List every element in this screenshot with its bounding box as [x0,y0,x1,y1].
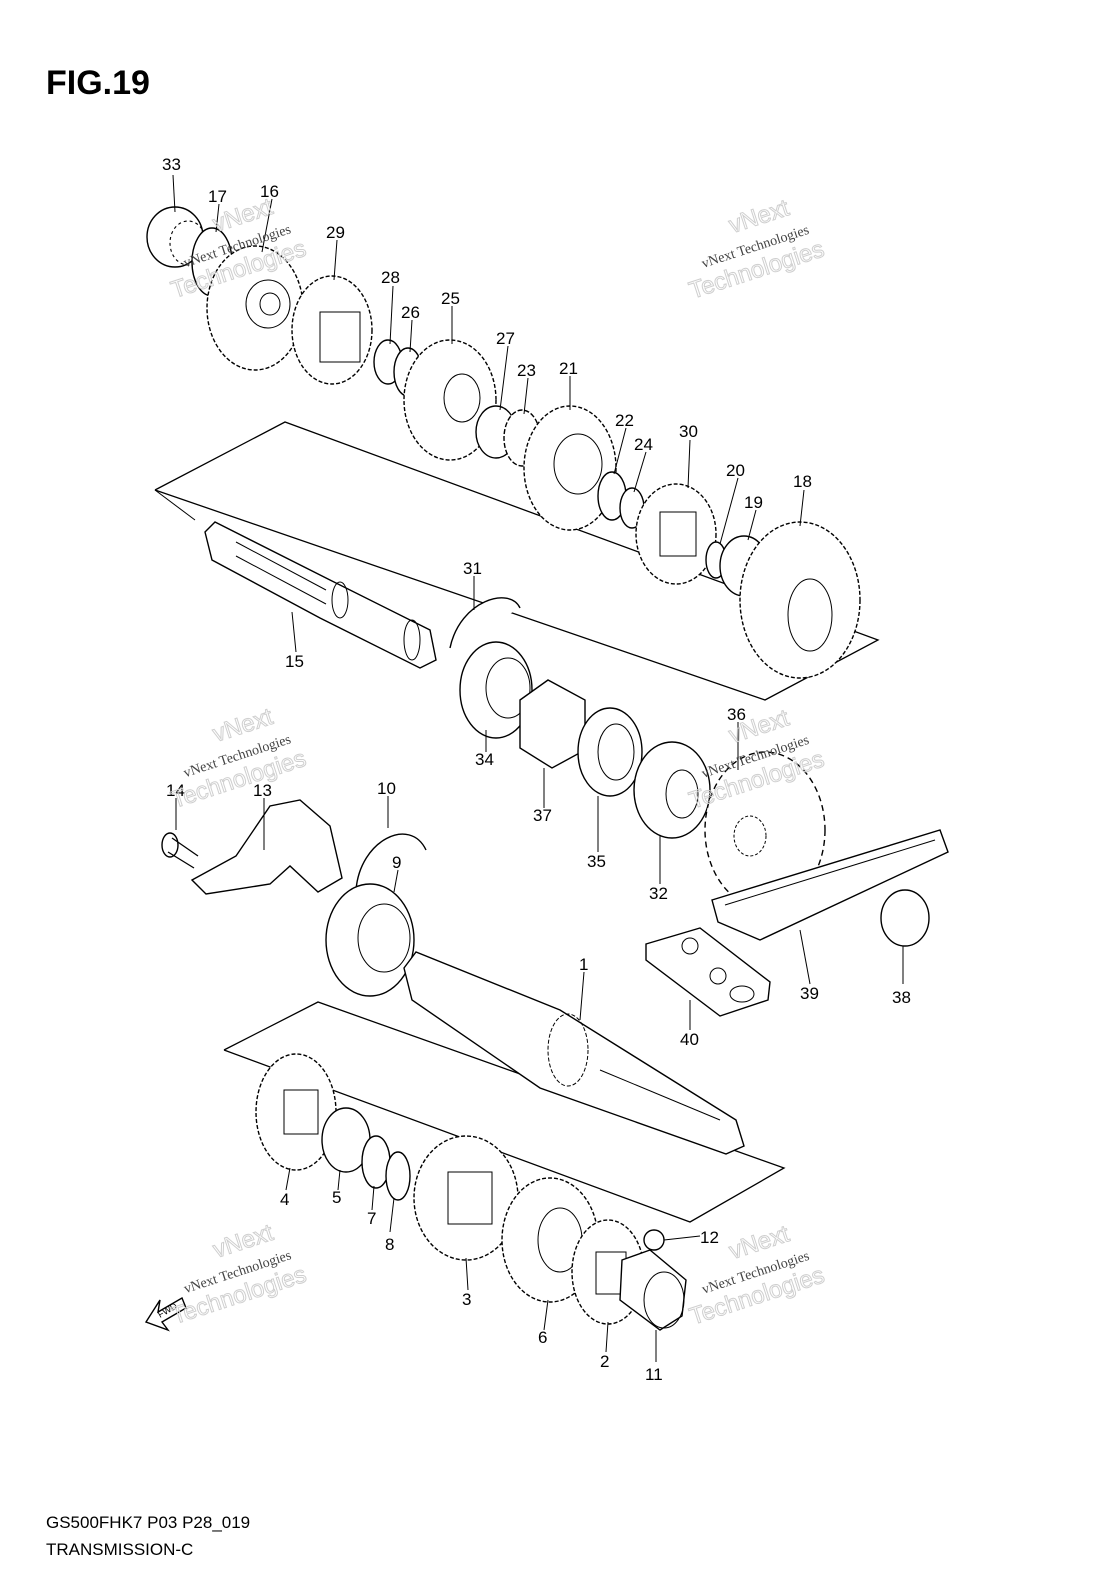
callout-36: 36 [727,705,746,724]
watermark-mid-left: vNext vNext Technologies Technologies [167,703,310,815]
watermark-bottom-right: vNext vNext Technologies Technologies [686,1220,829,1331]
part-15-countershaft [204,521,437,669]
callout-6: 6 [538,1328,547,1347]
callout-14: 14 [166,781,185,800]
callout-31: 31 [463,559,482,578]
callout-29: 29 [326,223,345,242]
callout-7: 7 [367,1209,376,1228]
callout-30: 30 [679,422,698,441]
part-13-plate [190,799,343,895]
callout-1: 1 [579,955,588,974]
part-10-circlip [355,833,427,891]
part-16-gear [206,245,304,371]
callout-38: 38 [892,988,911,1007]
callout-25: 25 [441,289,460,308]
callout-27: 27 [496,329,515,348]
watermark-bottom-left: vNext vNext Technologies Technologies [168,1219,311,1331]
callout-35: 35 [587,852,606,871]
callout-15: 15 [285,652,304,671]
callout-4: 4 [280,1190,289,1209]
callout-32: 32 [649,884,668,903]
callout-2: 2 [600,1352,609,1371]
part-1-driveshaft [403,951,745,1155]
callout-34: 34 [475,750,494,769]
part-35-seal [577,707,643,797]
watermark-top-right: vNext vNext Technologies Technologies [685,194,828,305]
part-30-gear [635,483,717,585]
part-31-circlip [449,597,521,649]
part-8-circlip [385,1151,411,1201]
part-14-bolt [161,832,199,869]
callout-8: 8 [385,1235,394,1254]
part-11-bushing [619,1249,687,1331]
part-29-gear [291,275,373,385]
callout-20: 20 [726,461,745,480]
callout-40: 40 [680,1030,699,1049]
callout-37: 37 [533,806,552,825]
part-37-spacer [519,679,586,769]
figure-code: GS500FHK7 P03 P28_019 [46,1513,251,1532]
part-34-bearing [459,641,533,739]
callout-22: 22 [615,411,634,430]
part-25-gear [403,339,497,461]
callout-19: 19 [744,493,763,512]
callout-12: 12 [700,1228,719,1247]
callout-21: 21 [559,359,578,378]
callouts: 33 17 16 29 28 26 25 27 23 21 22 24 30 2… [162,155,911,1384]
callout-13: 13 [253,781,272,800]
callout-10: 10 [377,779,396,798]
part-12-pin [643,1229,665,1251]
callout-23: 23 [517,361,536,380]
upper-assembly [146,206,949,1017]
callout-26: 26 [401,303,420,322]
part-9-bearing [325,883,415,997]
callout-33: 33 [162,155,181,174]
part-38-circlip [880,889,930,947]
callout-24: 24 [634,435,653,454]
part-39-chain [711,829,949,941]
part-36-sprocket [704,751,826,909]
part-18-gear [739,521,861,679]
lower-assembly: FWD [144,799,786,1332]
callout-16: 16 [260,182,279,201]
part-32-spacer [633,741,711,839]
callout-17: 17 [208,187,227,206]
figure-title: FIG.19 [46,64,150,102]
figure-name: TRANSMISSION-C [46,1540,194,1559]
callout-39: 39 [800,984,819,1003]
callout-9: 9 [392,853,401,872]
callout-18: 18 [793,472,812,491]
callout-5: 5 [332,1188,341,1207]
part-40-joint [645,927,771,1017]
callout-11: 11 [645,1365,663,1384]
leader-lines [172,174,904,1362]
callout-3: 3 [462,1290,471,1309]
callout-28: 28 [381,268,400,287]
